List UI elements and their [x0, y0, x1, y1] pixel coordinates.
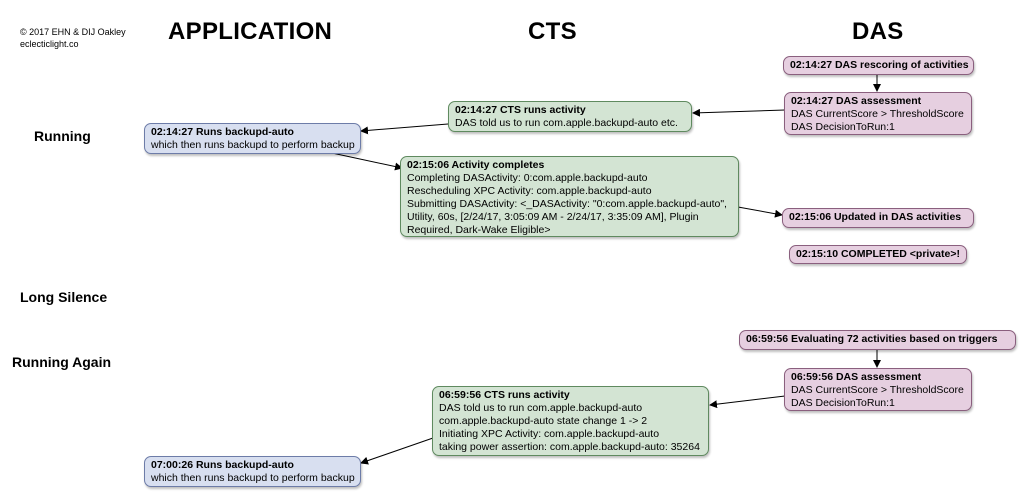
row-label-running-again: Running Again [12, 354, 112, 370]
arrow-assessment2-to-cts [709, 395, 786, 409]
cts-runs-activity-box-2: 06:59:56 CTS runs activity DAS told us t… [432, 386, 709, 456]
box-line: which then runs backupd to perform backu… [151, 472, 355, 484]
das-evaluating-box: 06:59:56 Evaluating 72 activities based … [739, 330, 1016, 350]
arrow-assessment-to-cts [692, 108, 786, 117]
box-title: 07:00:26 Runs backupd-auto [151, 459, 294, 471]
arrow-complete-to-updated [737, 206, 783, 218]
app-runs-backupd-box: 02:14:27 Runs backupd-auto which then ru… [144, 123, 361, 154]
copyright: © 2017 EHN & DIJ Oakley eclecticlight.co [20, 26, 126, 50]
box-line: DAS CurrentScore > ThresholdScore [791, 384, 964, 396]
copyright-site: eclecticlight.co [20, 39, 79, 49]
box-line: which then runs backupd to perform backu… [151, 139, 355, 151]
row-label-running: Running [34, 128, 91, 144]
copyright-line: © 2017 EHN & DIJ Oakley [20, 27, 126, 37]
column-header-application: APPLICATION [168, 18, 333, 45]
box-title: 06:59:56 DAS assessment [791, 371, 922, 383]
row-label-long-silence: Long Silence [20, 289, 108, 305]
box-line: DAS DecisionToRun:1 [791, 397, 895, 409]
box-title: 02:15:06 Updated in DAS activities [789, 211, 962, 223]
box-line: Utility, 60s, [2/24/17, 3:05:09 AM - 2/2… [407, 211, 699, 223]
das-assessment-box: 02:14:27 DAS assessment DAS CurrentScore… [784, 92, 972, 135]
arrow-cts-to-app [360, 123, 449, 135]
column-header-cts: CTS [528, 18, 577, 45]
das-assessment-box-2: 06:59:56 DAS assessment DAS CurrentScore… [784, 368, 972, 411]
box-title: 02:14:27 DAS assessment [791, 95, 922, 107]
box-line: DAS told us to run com.apple.backupd-aut… [439, 402, 643, 414]
column-header-das: DAS [852, 18, 904, 45]
box-line: DAS CurrentScore > ThresholdScore [791, 108, 964, 120]
box-line: Rescheduling XPC Activity: com.apple.bac… [407, 185, 652, 197]
das-updated-box: 02:15:06 Updated in DAS activities [782, 208, 974, 228]
box-line: DAS DecisionToRun:1 [791, 121, 895, 133]
box-line: Required, Dark-Wake Eligible> [407, 224, 551, 236]
cts-runs-activity-box: 02:14:27 CTS runs activity DAS told us t… [448, 101, 692, 132]
box-title: 06:59:56 CTS runs activity [439, 389, 570, 401]
box-title: 02:14:27 Runs backupd-auto [151, 126, 294, 138]
box-line: Initiating XPC Activity: com.apple.backu… [439, 428, 660, 440]
box-line: DAS told us to run com.apple.backupd-aut… [455, 117, 678, 129]
box-line: taking power assertion: com.apple.backup… [439, 441, 700, 453]
box-title: 02:15:10 COMPLETED <private>! [796, 248, 960, 260]
box-title: 02:14:27 CTS runs activity [455, 104, 586, 116]
box-title: 02:15:06 Activity completes [407, 159, 545, 171]
app-runs-backupd-box-2: 07:00:26 Runs backupd-auto which then ru… [144, 456, 361, 487]
box-line: Completing DASActivity: 0:com.apple.back… [407, 172, 648, 184]
box-title: 06:59:56 Evaluating 72 activities based … [746, 333, 998, 345]
arrow-cts2-to-app [360, 437, 434, 465]
das-rescoring-box: 02:14:27 DAS rescoring of activities [783, 56, 974, 75]
box-line: Submitting DASActivity: <_DASActivity: "… [407, 198, 727, 210]
arrow-app-to-complete [331, 152, 403, 171]
box-line: com.apple.backupd-auto state change 1 ->… [439, 415, 648, 427]
das-completed-box: 02:15:10 COMPLETED <private>! [789, 245, 967, 264]
activity-completes-box: 02:15:06 Activity completes Completing D… [400, 156, 739, 237]
box-title: 02:14:27 DAS rescoring of activities [790, 59, 969, 71]
